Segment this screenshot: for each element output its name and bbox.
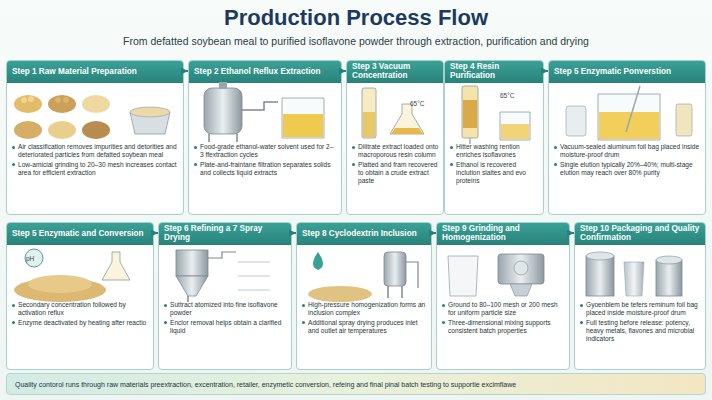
- quality-band: Quality contorol runs through raw materi…: [6, 373, 706, 395]
- illustration-space: [7, 83, 183, 143]
- equipment-label: 65°C: [500, 92, 515, 99]
- step-heading: Step 5 Enzymatic Ponverstion: [549, 61, 705, 83]
- process-box: Step 5 Enzymatic PonverstionVacuum-seale…: [548, 60, 706, 215]
- illustration-space: [189, 83, 341, 143]
- bullet-text: Three-dimensional mixing supports consis…: [437, 319, 569, 335]
- step-heading: Step 5 Enzymatic and Conversion: [7, 223, 153, 245]
- bullet-text: Food-grade ethanol-water solvent used fo…: [189, 143, 341, 159]
- process-box: Step 9 Grinding and HomogenizationGround…: [436, 222, 570, 370]
- bullet-text: Air classification removes impurities an…: [7, 143, 183, 159]
- illustration-space: [445, 83, 543, 143]
- band-text: Quality contorol runs through raw materi…: [15, 381, 516, 388]
- illustration-space: [437, 245, 569, 301]
- bullet-text: Vacuum-sealed aluminum foil bag placed i…: [549, 143, 705, 159]
- process-box: Step 5 Enzymatic and ConversionSecondary…: [6, 222, 154, 370]
- illustration-space: [7, 245, 153, 301]
- equipment-label: pH: [26, 255, 34, 262]
- equipment-label: 65°C: [410, 100, 425, 107]
- step-heading: Step 8 Cyclodextrin Inclusion: [297, 223, 431, 245]
- step-heading: Step 6 Refining a 7 Spray Drying: [159, 223, 291, 245]
- bullet-text: Dilitrate extract loaded onto macroporou…: [347, 143, 443, 159]
- bullet-text: Full testing before release: potency, he…: [575, 319, 705, 343]
- bullet-text: Single elution typically 20%–40%; multi-…: [549, 161, 705, 177]
- bullet-text: Enzyme deactivated by heating after reac…: [7, 319, 153, 327]
- bullet-text: Hitter washing rention enriches isoflavo…: [445, 143, 543, 159]
- bullet-text: Low-amicial grinding to 20–30 mesh incre…: [7, 161, 183, 177]
- process-box: Step 1 Raw Material PreparationAir class…: [6, 60, 184, 215]
- bullet-text: Gyoenblem be tefers reminum foil bag pla…: [575, 301, 705, 317]
- subtitle: From defatted soybean meal to purified i…: [66, 35, 646, 47]
- bullet-text: High-pressure homogenization forms an in…: [297, 301, 431, 317]
- bullet-text: Additional spray drying produces inlet a…: [297, 319, 431, 335]
- step-heading: Step 3 Vacuum Concentration: [347, 61, 443, 83]
- step-heading: Step 1 Raw Material Preparation: [7, 61, 183, 83]
- step-heading: Step 10 Packaging and Quality Confirmati…: [575, 223, 705, 245]
- step-heading: Step 2 Ethanol Reflux Extraction: [189, 61, 341, 83]
- illustration-space: [347, 83, 443, 143]
- step-heading: Step 4 Resin Purification: [445, 61, 543, 83]
- diagram-title: Production Process Flow: [0, 5, 712, 31]
- process-box: Step 6 Refining a 7 Spray DryingSuttract…: [158, 222, 292, 370]
- illustration-space: [549, 83, 705, 143]
- illustration-space: [575, 245, 705, 301]
- illustration-space: [297, 245, 431, 301]
- bullet-text: Platted and fram recovered to obtain a c…: [347, 161, 443, 185]
- illustration-space: [159, 245, 291, 301]
- process-box: Step 2 Ethanol Reflux ExtractionFood-gra…: [188, 60, 342, 215]
- process-box: Step 10 Packaging and Quality Confirmati…: [574, 222, 706, 370]
- bullet-text: Secondary concentration followed by acti…: [7, 301, 153, 317]
- bullet-text: Plate-and-fraintane filtration separates…: [189, 161, 341, 177]
- bullet-text: Ground to 80–100 mesh or 200 mesh for un…: [437, 301, 569, 317]
- bullet-text: Ethanol is recovered inclution slaltes a…: [445, 161, 543, 185]
- step-heading: Step 9 Grinding and Homogenization: [437, 223, 569, 245]
- process-box: Step 4 Resin PurificationHitter washing …: [444, 60, 544, 215]
- bullet-text: Enclor removal helps obtain a clarified …: [159, 319, 291, 335]
- bullet-text: Suttract atomized into fine isoflavone p…: [159, 301, 291, 317]
- process-box: Step 3 Vacuum ConcentrationDilitrate ext…: [346, 60, 444, 215]
- process-box: Step 8 Cyclodextrin InclusionHigh-pressu…: [296, 222, 432, 370]
